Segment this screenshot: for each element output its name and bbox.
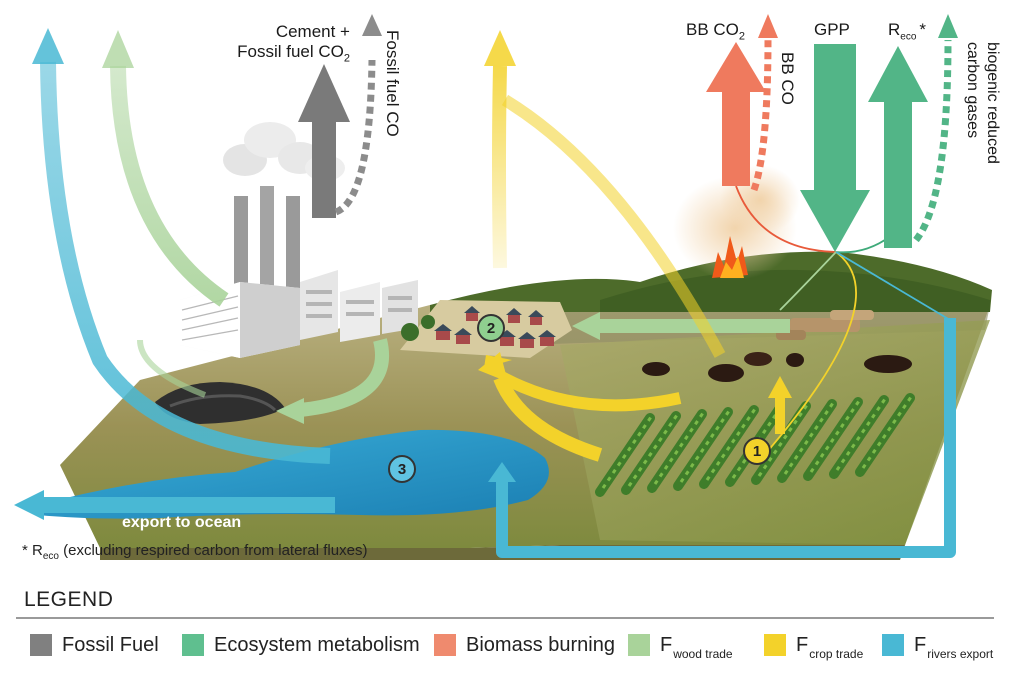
biogenic-line1: biogenic reduced [984, 42, 1001, 164]
power-plant [180, 122, 418, 358]
wood-debris [776, 310, 874, 340]
legend-label-crop-trade: F [796, 633, 809, 656]
crop-row-highlight [809, 397, 863, 473]
footnote-sub: eco [42, 551, 59, 562]
bb-co2-text: BB CO [686, 20, 739, 39]
flux-trace-lines [735, 185, 951, 461]
marker-2: 2 [477, 314, 505, 342]
legend-title: LEGEND [24, 588, 114, 611]
bb-co2-sub: 2 [738, 30, 746, 43]
crop-field [595, 393, 915, 497]
biomass-burning-flux [706, 14, 778, 192]
wood-trade-flux [102, 30, 790, 424]
gpp-label: GPP [814, 20, 850, 39]
fire-smoke [673, 165, 800, 280]
crop-row-highlight [783, 399, 837, 475]
forest-hills [430, 251, 992, 312]
bb-co-label: BB CO [778, 52, 797, 105]
reco-sub: eco [900, 31, 917, 43]
legend-sub-wood-trade: wood trade [673, 646, 733, 661]
fossil-fuel-flux [298, 14, 382, 218]
ecosystem-metabolism-flux [800, 14, 958, 252]
legend-swatch-rivers-export [882, 634, 904, 656]
legend-swatch-ecosystem-metabolism [182, 634, 204, 656]
reco-label: Reco* [888, 20, 926, 42]
cement-label-line1: Cement + [275, 22, 350, 41]
legend-label-biomass-burning: Biomass burning [466, 633, 615, 656]
crop-row-highlight [601, 413, 655, 489]
crop-row-highlight [731, 403, 785, 479]
crop-row-highlight [653, 409, 707, 485]
reco-text: R [888, 20, 901, 39]
legend-divider [16, 617, 994, 619]
legend-label-rivers-export: F [914, 633, 927, 656]
footnote-star: * R [22, 542, 43, 559]
legend-label-wood-trade: F [660, 633, 673, 656]
cattle [642, 352, 912, 382]
rivers-export-flux [14, 28, 956, 558]
cement-label-line2: Fossil fuel CO [237, 42, 344, 61]
marker-1: 1 [743, 437, 771, 465]
legend-swatch-biomass-burning [434, 634, 456, 656]
cement-fossil-co2-label: Cement + Fossil fuel CO2 [220, 22, 350, 68]
legend-label-fossil-fuel: Fossil Fuel [62, 633, 159, 656]
biogenic-line2: carbon gases [964, 42, 981, 139]
landfill-pile [155, 382, 285, 424]
biogenic-gases-label: biogenic reduced carbon gases [962, 42, 1002, 192]
bb-co2-label: BB CO2 [686, 20, 745, 42]
legend-sub-crop-trade: crop trade [809, 646, 864, 661]
legend-swatch-wood-trade [628, 634, 650, 656]
legend-swatch-crop-trade [764, 634, 786, 656]
crop-row-highlight [861, 393, 915, 469]
crop-row-highlight [757, 401, 811, 477]
legend-label-ecosystem-metabolism: Ecosystem metabolism [214, 633, 420, 656]
reco-footnote: * Reco (excluding respired carbon from l… [22, 542, 367, 562]
legend-item-ecosystem-metabolism: Ecosystem metabolism [182, 630, 420, 660]
crop-row-highlight [835, 395, 889, 471]
fossil-fuel-co-label: Fossil fuel CO [383, 30, 402, 137]
legend-item-rivers-export: Frivers export [882, 630, 994, 661]
crop-row-highlight [627, 411, 681, 487]
crop-row-highlight [705, 405, 759, 481]
crop-trade-flux [478, 30, 792, 462]
legend-item-wood-trade: Fwood trade [628, 630, 733, 661]
footnote-text: (excluding respired carbon from lateral … [58, 542, 368, 559]
crop-row-highlight [679, 407, 733, 483]
legend-item-crop-trade: Fcrop trade [764, 630, 864, 661]
export-to-ocean-label: export to ocean [122, 514, 242, 531]
cement-label-sub: 2 [343, 52, 350, 65]
marker-3: 3 [388, 455, 416, 483]
legend-swatch-fossil-fuel [30, 634, 52, 656]
legend-sub-rivers-export: rivers export [927, 646, 994, 661]
reco-star: * [919, 20, 927, 39]
legend-item-fossil-fuel: Fossil Fuel [30, 630, 159, 660]
legend-item-biomass-burning: Biomass burning [434, 630, 615, 660]
